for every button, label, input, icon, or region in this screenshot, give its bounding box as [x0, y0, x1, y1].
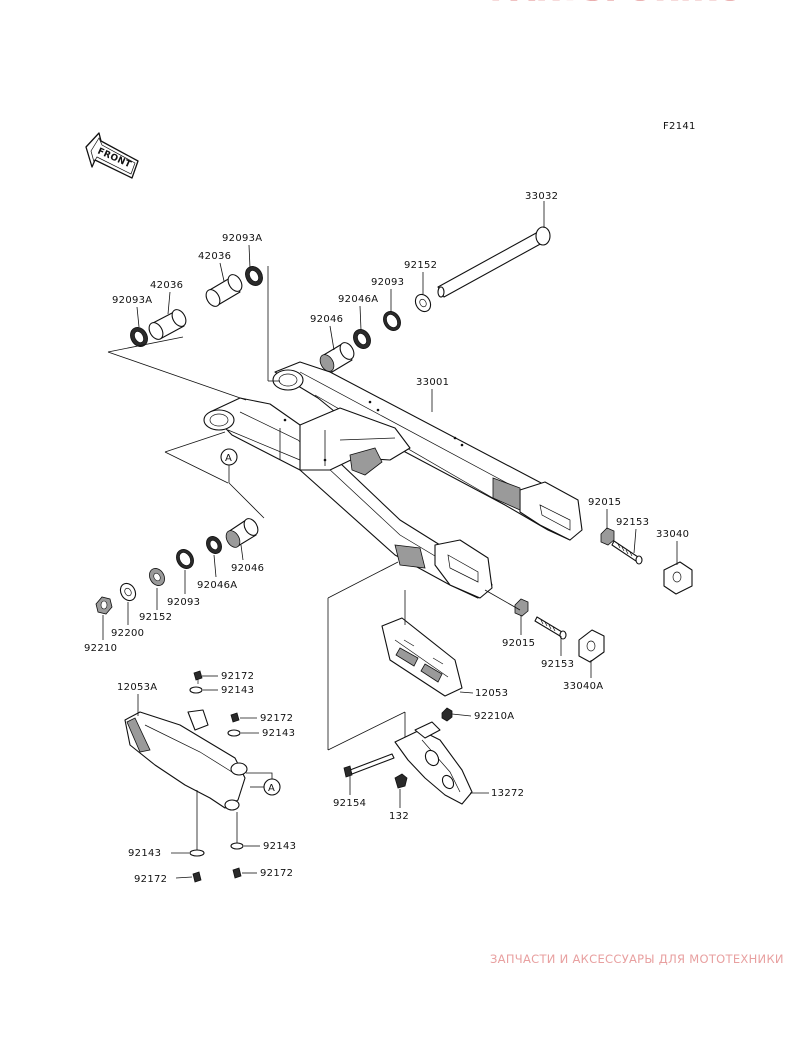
- callout-92046a-top: 92046A: [338, 294, 378, 305]
- nut-92015-right: [600, 527, 615, 546]
- callout-92210: 92210: [84, 643, 117, 654]
- washer-92143-d: [230, 842, 244, 850]
- collar-92046a-low: [206, 536, 222, 554]
- bolt-92172-b: [230, 712, 240, 723]
- callout-12053: 12053: [475, 688, 508, 699]
- bolt-92154: [343, 753, 395, 778]
- bolt-92153-mid: [534, 616, 567, 640]
- washer-92152-low: [149, 568, 165, 586]
- callout-92172-a: 92172: [221, 671, 254, 682]
- nut-92210a: [441, 707, 453, 722]
- seal-92093-top: [383, 311, 401, 331]
- callout-42036-top: 42036: [198, 251, 231, 262]
- callout-42036-left: 42036: [150, 280, 183, 291]
- callout-33040: 33040: [656, 529, 689, 540]
- axle-33032: [437, 226, 551, 298]
- front-arrow-icon: FRONT: [85, 132, 139, 179]
- chain-slider-12053: [381, 617, 463, 697]
- swingarm-guard-12053a: [124, 709, 248, 811]
- callout-92015-right: 92015: [588, 497, 621, 508]
- nut-92210: [95, 596, 113, 615]
- callout-132: 132: [389, 811, 409, 822]
- washer-92152-top: [414, 293, 432, 313]
- collar-92046a-top: [353, 329, 371, 349]
- figure-code: F2141: [663, 121, 696, 132]
- callout-92093-low: 92093: [167, 597, 200, 608]
- watermark-logo: PARTSFOR.RU: [490, 0, 744, 8]
- chain-guide-13272: [394, 721, 473, 805]
- nut-92015-mid: [514, 598, 529, 617]
- callout-92093-top: 92093: [371, 277, 404, 288]
- callout-33001: 33001: [416, 377, 449, 388]
- callout-92046a-low: 92046A: [197, 580, 237, 591]
- needle-bearing-92046-low: [225, 518, 259, 548]
- bushing-42036-top: [205, 274, 243, 307]
- callout-92210a: 92210A: [474, 711, 514, 722]
- washer-92143-c: [189, 849, 205, 857]
- chain-adjuster-block-33040: [663, 561, 693, 595]
- callout-92152-low: 92152: [139, 612, 172, 623]
- callout-92172-b: 92172: [260, 713, 293, 724]
- bolt-92153-right: [611, 540, 643, 565]
- callout-12053a: 12053A: [117, 682, 157, 693]
- reference-a-upper: A: [225, 453, 232, 464]
- callout-92046-top: 92046: [310, 314, 343, 325]
- callout-92152-top: 92152: [404, 260, 437, 271]
- callout-92143-a: 92143: [221, 685, 254, 696]
- bolt-92172-a: [193, 670, 203, 684]
- callout-92046-low: 92046: [231, 563, 264, 574]
- callout-92143-b: 92143: [262, 728, 295, 739]
- callout-13272: 13272: [491, 788, 524, 799]
- washer-92200: [119, 582, 137, 602]
- callout-92172-c: 92172: [134, 874, 167, 885]
- swingarm-33001: [203, 361, 583, 599]
- callout-92154: 92154: [333, 798, 366, 809]
- reference-a-lower: A: [268, 783, 275, 794]
- callout-92093a-top: 92093A: [222, 233, 262, 244]
- bushing-42036-left: [148, 309, 187, 340]
- callout-92200: 92200: [111, 628, 144, 639]
- needle-bearing-92046-top: [319, 342, 355, 373]
- washer-92143-b: [227, 729, 241, 737]
- callout-92153-right: 92153: [616, 517, 649, 528]
- seal-92093a-left: [130, 327, 148, 347]
- washer-92143-a: [189, 686, 203, 694]
- bolt-92172-d: [232, 867, 242, 879]
- callout-33040a: 33040A: [563, 681, 603, 692]
- callout-92143-c: 92143: [128, 848, 161, 859]
- bolt-92172-c: [192, 871, 202, 883]
- callout-92093a-left: 92093A: [112, 295, 152, 306]
- callout-33032: 33032: [525, 191, 558, 202]
- callout-92143-d: 92143: [263, 841, 296, 852]
- callout-92015-mid: 92015: [502, 638, 535, 649]
- collar-132: [394, 773, 408, 789]
- seal-92093a-top: [245, 266, 263, 286]
- chain-adjuster-block-33040a: [578, 629, 605, 663]
- watermark-tagline: ЗАПЧАСТИ И АКСЕССУАРЫ ДЛЯ МОТОТЕХНИКИ: [490, 952, 784, 966]
- callout-92153-mid: 92153: [541, 659, 574, 670]
- callout-92172-d: 92172: [260, 868, 293, 879]
- seal-92093-low: [176, 549, 194, 569]
